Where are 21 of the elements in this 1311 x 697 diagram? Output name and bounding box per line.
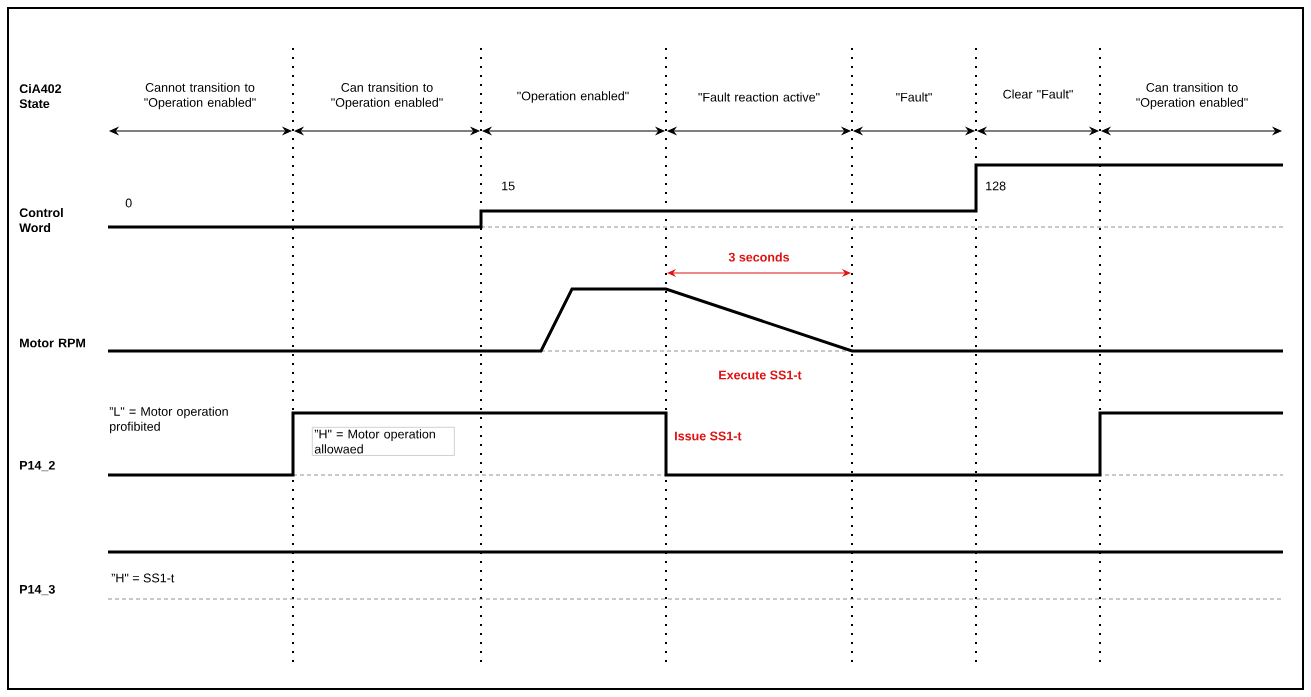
duration-label: 3 seconds xyxy=(728,252,790,262)
state-label: Can transition to "Operation enabled" xyxy=(331,82,443,110)
annotation: Issue SS1-t xyxy=(675,431,742,441)
state-label: Cannot transition to "Operation enabled" xyxy=(144,82,256,110)
state-label: Can transition to "Operation enabled" xyxy=(1136,82,1248,110)
row-label: P14_2 xyxy=(20,460,55,472)
row-label: P14_3 xyxy=(20,584,55,596)
annotation: ”H" = SS1-t xyxy=(111,573,175,583)
signal-value: 128 xyxy=(986,181,1006,191)
state-label: "Operation enabled" xyxy=(517,91,629,103)
signal-value: 0 xyxy=(125,198,132,208)
annotation: ”L" = Motor operation profibited xyxy=(109,406,228,434)
state-label: "Fault" xyxy=(896,92,932,102)
row-label: Motor RPM xyxy=(20,338,86,348)
note-box: ”H" = Motor operation allowaed xyxy=(312,427,455,456)
state-label: "Fault reaction active" xyxy=(698,92,820,102)
signal-value: 15 xyxy=(502,181,515,191)
state-label: Clear "Fault" xyxy=(1003,89,1073,99)
row-label: Control Word xyxy=(19,207,63,233)
row-label: CiA402 State xyxy=(19,83,62,109)
annotation: Execute SS1-t xyxy=(719,370,802,380)
